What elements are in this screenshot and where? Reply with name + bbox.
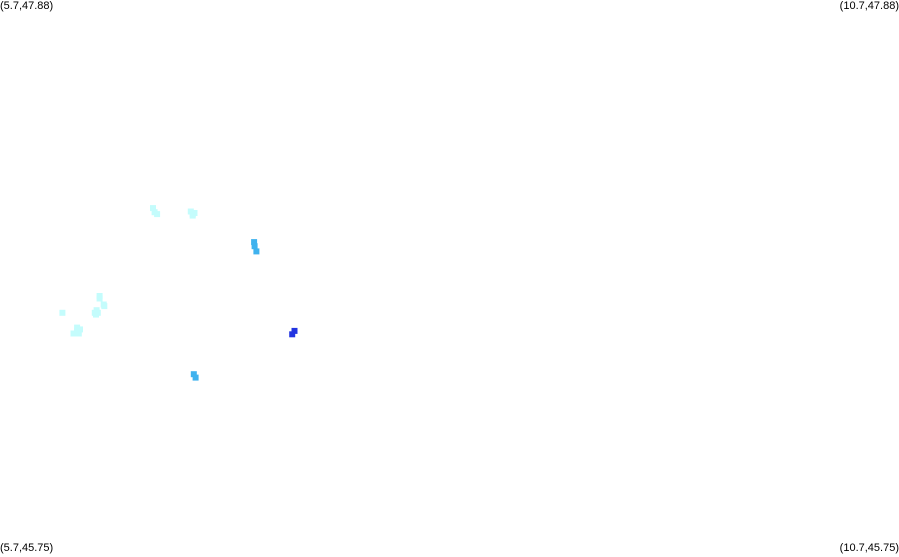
corner-coordinate-bottom-left: (5.7,45.75) <box>0 542 54 554</box>
map-point-medium <box>251 243 258 250</box>
map-point-light <box>59 309 66 316</box>
map-point-light <box>70 330 77 337</box>
corner-coordinate-top-right: (10.7,47.88) <box>839 0 899 12</box>
corner-coordinate-bottom-right: (10.7,45.75) <box>839 542 899 554</box>
map-point-medium <box>251 239 258 246</box>
map-point-medium <box>253 248 260 255</box>
map-point-light <box>190 210 197 216</box>
map-point-medium <box>192 374 199 381</box>
map-point-light <box>101 303 108 310</box>
map-point-light <box>93 307 100 314</box>
map-point-dark <box>289 331 296 338</box>
map-point-light <box>150 205 156 212</box>
corner-coordinate-top-left: (5.7,47.88) <box>0 0 54 12</box>
map-point-light <box>75 330 82 337</box>
map-point-light <box>154 211 161 218</box>
map-point-medium <box>190 371 197 378</box>
map-point-dark <box>291 327 298 334</box>
map-point-light <box>96 295 103 302</box>
